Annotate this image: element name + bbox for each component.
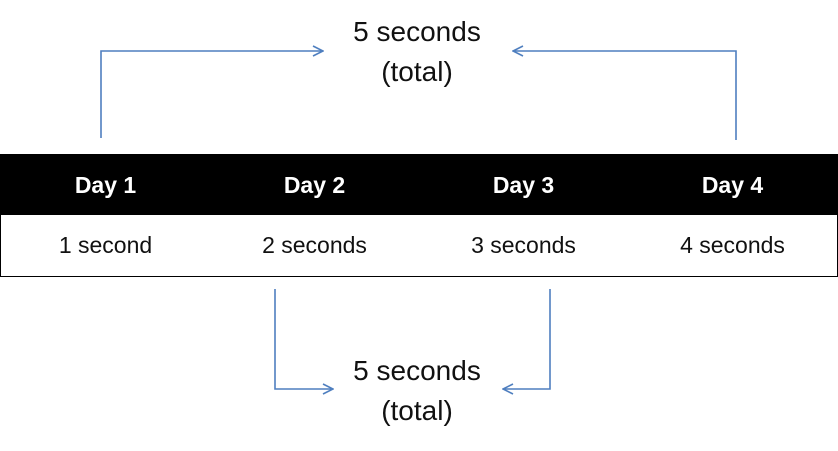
day-1-header: Day 1	[74, 171, 137, 198]
bottom-total-line2: (total)	[381, 395, 453, 426]
top-total-line1: 5 seconds	[353, 16, 481, 47]
day-4-value: 4 seconds	[680, 232, 785, 258]
top-total-label: 5 seconds (total)	[307, 12, 527, 92]
arrow-day4-to-top-total	[513, 51, 737, 140]
arrow-day1-to-top-total	[100, 51, 323, 138]
day-4-header: Day 4	[701, 171, 764, 198]
day-1-value: 1 second	[58, 232, 153, 258]
day-3-value: 3 seconds	[471, 232, 576, 258]
days-header-row: Day 1 Day 2 Day 3 Day 4	[1, 155, 837, 215]
day-3-header: Day 3	[492, 171, 555, 198]
days-table: Day 1 Day 2 Day 3 Day 4 1 second 2 secon…	[0, 154, 838, 277]
day-2-value: 2 seconds	[262, 232, 367, 258]
days-value-row: 1 second 2 seconds 3 seconds 4 seconds	[1, 215, 837, 276]
day-2-header: Day 2	[283, 171, 346, 198]
bottom-total-label: 5 seconds (total)	[307, 351, 527, 431]
top-total-line2: (total)	[381, 56, 453, 87]
bottom-total-line1: 5 seconds	[353, 355, 481, 386]
